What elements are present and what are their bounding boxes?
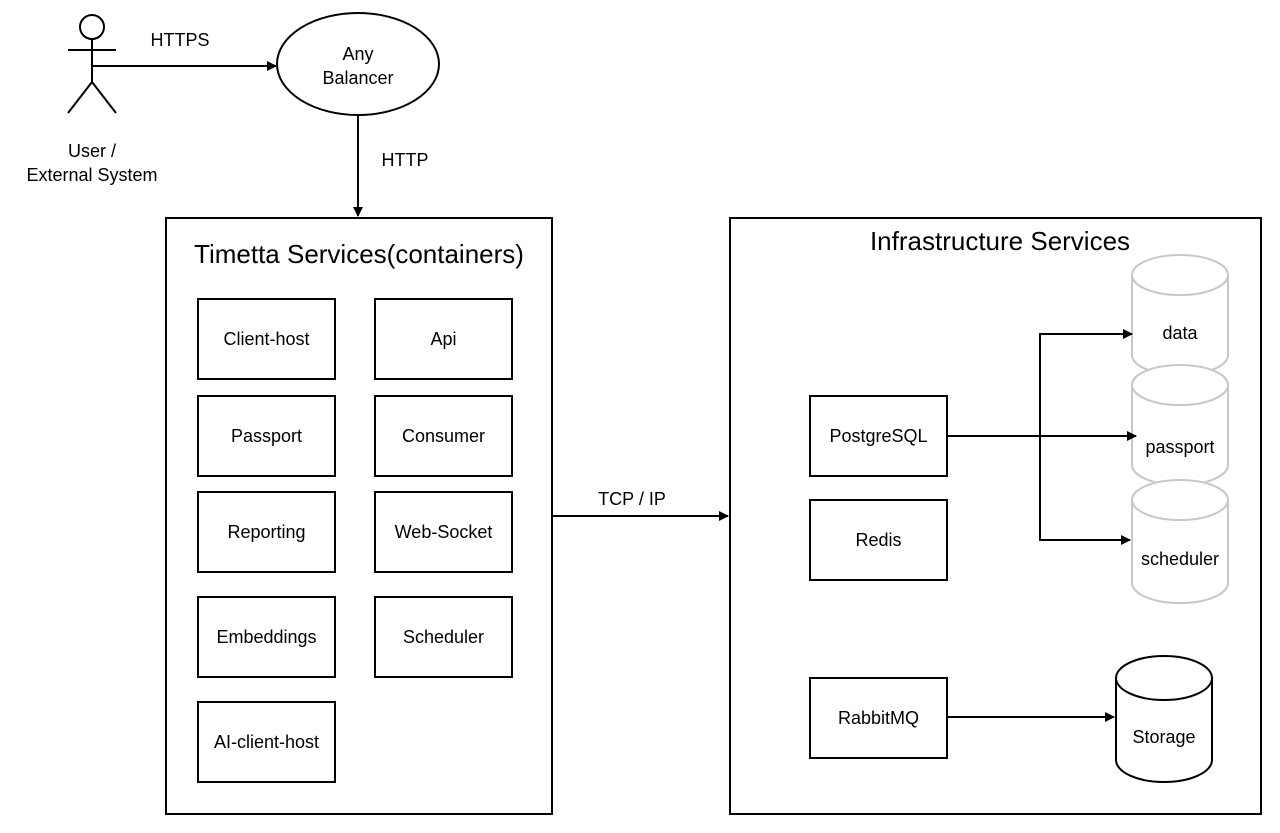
db-cylinder-data	[1131, 254, 1229, 376]
balancer-label-line1: Any	[342, 44, 374, 64]
db-cylinder-scheduler	[1131, 479, 1229, 604]
service-client-host: Client-host	[197, 298, 336, 380]
http-label: HTTP	[381, 150, 429, 170]
service-rabbitmq: RabbitMQ	[809, 677, 948, 759]
service-reporting: Reporting	[197, 491, 336, 573]
service-redis: Redis	[809, 499, 948, 581]
db-label-passport: passport	[1145, 437, 1215, 457]
timetta-services-title: Timetta Services(containers)	[194, 239, 524, 269]
actor-label-line1: User /	[67, 141, 116, 161]
postgres-to-scheduler-edge	[1039, 436, 1131, 545]
service-embeddings: Embeddings	[197, 596, 336, 678]
balancer-label: Any Balancer	[298, 42, 418, 90]
service-web-socket: Web-Socket	[374, 491, 513, 573]
infrastructure-services-container	[729, 217, 1262, 815]
db-label-scheduler: scheduler	[1140, 549, 1220, 569]
actor-label-line2: External System	[26, 165, 158, 185]
db-cylinder-passport	[1131, 364, 1229, 486]
postgres-to-data-edge	[1039, 329, 1133, 436]
actor-label: User / External System	[12, 139, 172, 187]
infrastructure-services-title: Infrastructure Services	[869, 226, 1131, 256]
service-postgresql: PostgreSQL	[809, 395, 948, 477]
service-scheduler: Scheduler	[374, 596, 513, 678]
service-api: Api	[374, 298, 513, 380]
service-passport: Passport	[197, 395, 336, 477]
https-label: HTTPS	[150, 30, 210, 50]
tcp-label: TCP / IP	[598, 489, 666, 509]
service-ai-client-host: AI-client-host	[197, 701, 336, 783]
service-consumer: Consumer	[374, 395, 513, 477]
storage-cylinder	[1115, 655, 1213, 783]
storage-label: Storage	[1132, 727, 1196, 747]
db-label-data: data	[1162, 323, 1198, 343]
user-actor-icon	[67, 14, 117, 114]
balancer-label-line2: Balancer	[322, 68, 394, 88]
